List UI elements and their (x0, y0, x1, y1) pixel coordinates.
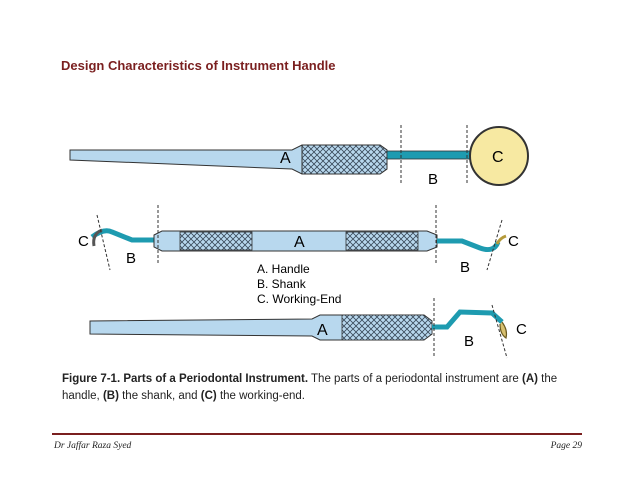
divider-3b (491, 304, 508, 359)
label-3-a: A (317, 322, 328, 339)
label-2-c-left: C (78, 233, 89, 250)
caption-c-text: the working-end. (219, 390, 305, 402)
label-3-c: C (516, 321, 527, 338)
legend-working-end: C. Working-End (257, 292, 341, 306)
caption-figure-number: Figure 7-1. (62, 373, 121, 385)
footer-page-number: Page 29 (550, 441, 582, 451)
label-1-c: C (492, 149, 504, 166)
double-knurl-left (179, 231, 253, 251)
curette-knurl (341, 314, 433, 341)
footer-divider (52, 433, 582, 435)
instrument-curette: A B C (89, 298, 527, 359)
divider-2a (96, 214, 111, 271)
caption-text-2: are (502, 373, 519, 385)
page-title: Design Characteristics of Instrument Han… (61, 58, 336, 73)
caption-c: (C) (200, 390, 217, 402)
caption-a: (A) (522, 373, 538, 385)
double-right-blade (495, 234, 507, 245)
instrument-mirror: A B C (69, 125, 529, 188)
mirror-head (469, 126, 529, 186)
instrument-double-ended: C B A B C (78, 205, 519, 276)
caption-b: (B) (102, 390, 119, 402)
double-right-tip (437, 238, 501, 252)
label-2-c-right: C (508, 233, 519, 250)
label-2-a: A (294, 234, 305, 251)
label-3-b: B (464, 333, 474, 350)
instrument-figure: A B C C B A B C A. Handle B. Shank C. Wo… (69, 125, 529, 359)
caption-bold-title: Parts of a Periodontal Instrument. (123, 373, 309, 385)
caption-text-1: The parts of a periodontal instrument (311, 373, 499, 385)
mirror-knurl (301, 144, 388, 175)
footer-author: Dr Jaffar Raza Syed (54, 441, 132, 451)
figure-caption: Figure 7-1. Parts of a Periodontal Instr… (62, 371, 562, 405)
label-2-b-right: B (460, 259, 470, 276)
divider-2d (486, 219, 503, 271)
label-1-a: A (280, 150, 291, 167)
figure-legend: A. Handle B. Shank C. Working-End (257, 262, 341, 306)
label-1-b: B (428, 171, 438, 188)
mirror-shank (386, 150, 473, 160)
double-knurl-right (345, 231, 419, 251)
legend-handle: A. Handle (257, 262, 310, 276)
caption-b-text: the shank, and (122, 390, 198, 402)
caption-a-text: the handle, (62, 373, 558, 402)
curette-blade (499, 321, 508, 339)
curette-shank (432, 309, 504, 330)
legend-shank: B. Shank (257, 277, 307, 291)
label-2-b-left: B (126, 250, 136, 267)
